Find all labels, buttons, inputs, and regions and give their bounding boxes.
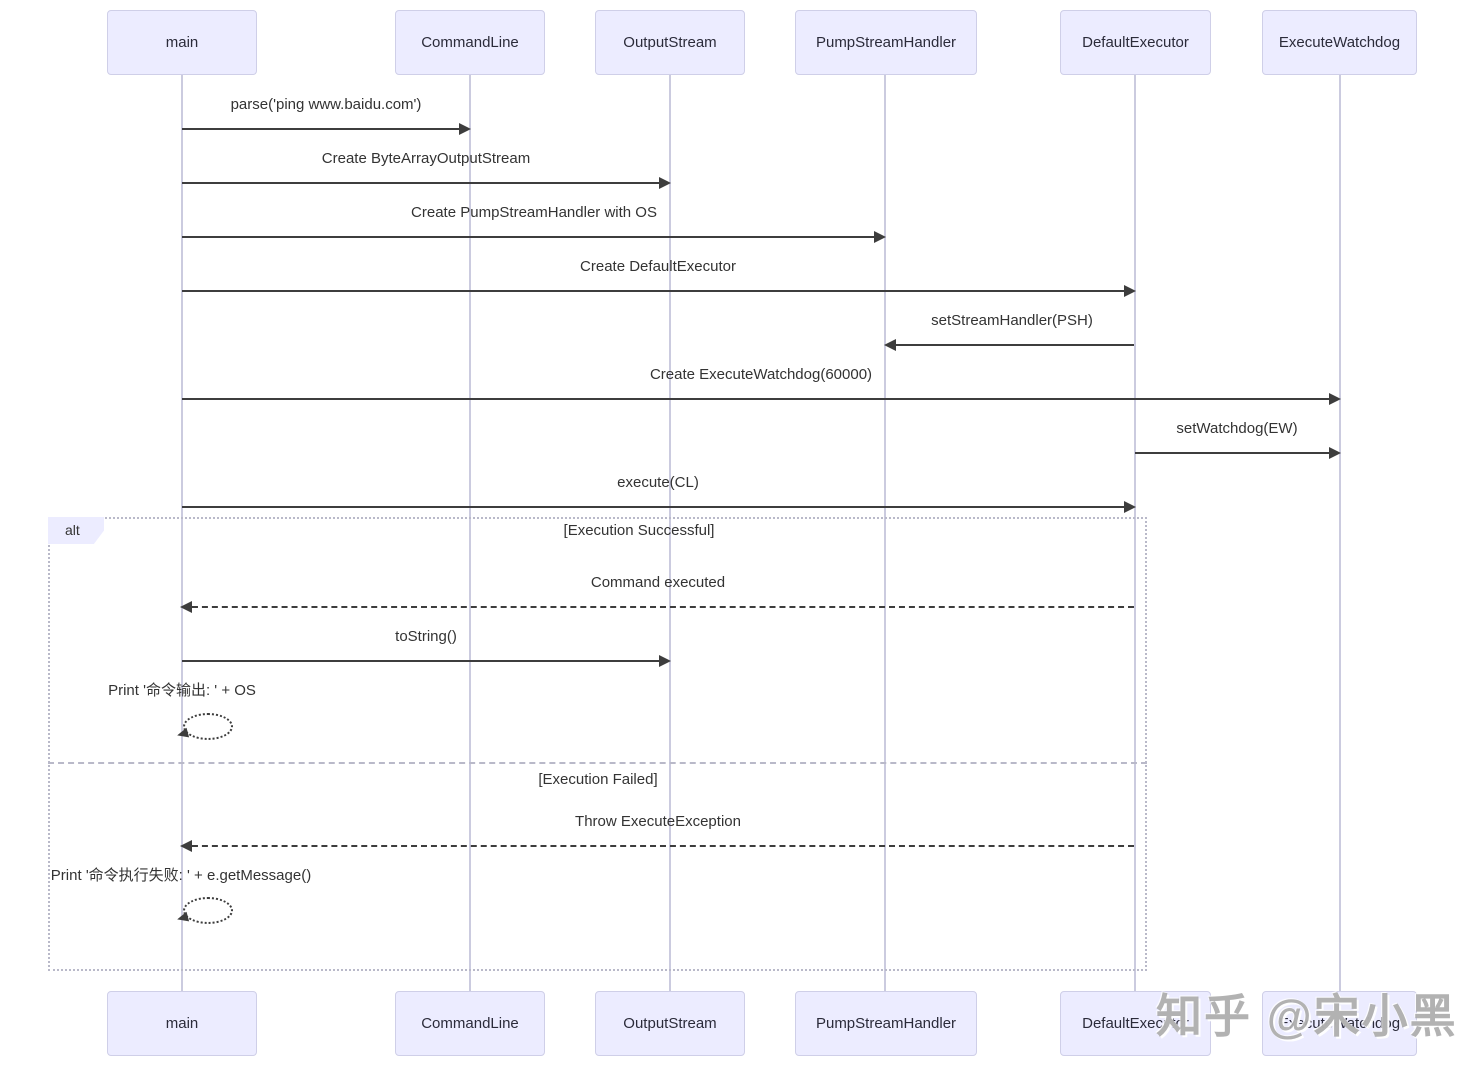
actor-bottom-executewatchdog: ExecuteWatchdog [1262,991,1417,1056]
message-label: Create PumpStreamHandler with OS [411,204,657,221]
actor-bottom-defaultexecutor: DefaultExecutor [1060,991,1211,1056]
actor-label: DefaultExecutor [1082,34,1189,51]
message-label: Create ExecuteWatchdog(60000) [649,366,873,383]
arrowhead-right-icon [1329,393,1341,405]
actor-top-commandline: CommandLine [395,10,545,75]
self-message-loop [183,897,233,924]
actor-label: CommandLine [421,34,519,51]
arrowhead-right-icon [1124,285,1136,297]
alt-frame-label: alt [48,517,104,544]
actor-label: OutputStream [623,34,717,51]
message-arrow [182,123,471,135]
actor-bottom-commandline: CommandLine [395,991,545,1056]
message-arrow [182,655,671,667]
lifeline-defaultexecutor [1134,75,1136,991]
message-return-arrow [180,601,1134,613]
actor-label: ExecuteWatchdog [1278,1015,1401,1032]
actor-top-executewatchdog: ExecuteWatchdog [1262,10,1417,75]
lifeline-main [181,75,183,991]
actor-top-main: main [107,10,257,75]
arrowhead-left-icon [180,601,192,613]
message-label: parse('ping www.baidu.com') [230,96,422,113]
actor-label: ExecuteWatchdog [1278,34,1401,51]
message-label: Throw ExecuteException [575,813,741,830]
arrowhead-right-icon [459,123,471,135]
message-label: Command executed [590,574,726,591]
message-arrow [182,177,671,189]
actor-bottom-main: main [107,991,257,1056]
actor-label: PumpStreamHandler [815,1015,957,1032]
actor-bottom-pumpstreamhandler: PumpStreamHandler [795,991,977,1056]
arrowhead-left-icon [180,840,192,852]
alt-frame [48,517,1147,971]
actor-label: CommandLine [421,1015,519,1032]
actor-label: DefaultExecutor [1082,1015,1189,1032]
message-label: toString() [395,628,457,645]
lifeline-pumpstreamhandler [884,75,886,991]
watermark: 知乎 @宋小黑 [1156,990,1458,1042]
message-arrow [1135,447,1341,459]
message-arrow [182,501,1136,513]
arrowhead-right-icon [874,231,886,243]
message-label: Create ByteArrayOutputStream [321,150,531,167]
actor-label: OutputStream [623,1015,717,1032]
lifeline-outputstream [669,75,671,991]
message-label: execute(CL) [617,474,699,491]
message-label: Create DefaultExecutor [580,258,736,275]
arrowhead-right-icon [1124,501,1136,513]
alt-section-condition: [Execution Successful] [563,522,715,539]
actor-top-pumpstreamhandler: PumpStreamHandler [795,10,977,75]
alt-section-condition: [Execution Failed] [538,771,658,788]
self-message-label: Print '命令执行失败: ' + e.getMessage() [50,867,312,884]
message-label: setStreamHandler(PSH) [931,312,1093,329]
lifeline-commandline [469,75,471,991]
actor-top-defaultexecutor: DefaultExecutor [1060,10,1211,75]
arrowhead-right-icon [659,655,671,667]
arrowhead-right-icon [659,177,671,189]
message-arrow [884,339,1134,351]
alt-frame-divider [48,762,1147,764]
lifeline-executewatchdog [1339,75,1341,991]
actor-label: main [165,34,199,51]
self-message-label: Print '命令输出: ' + OS [108,682,256,699]
actor-bottom-outputstream: OutputStream [595,991,745,1056]
actor-label: main [165,1015,199,1032]
message-label: setWatchdog(EW) [1176,420,1298,437]
arrowhead-right-icon [1329,447,1341,459]
message-return-arrow [180,840,1134,852]
message-arrow [182,393,1341,405]
message-arrow [182,285,1136,297]
self-message-loop [183,713,233,740]
message-arrow [182,231,886,243]
arrowhead-left-icon [884,339,896,351]
actor-top-outputstream: OutputStream [595,10,745,75]
actor-label: PumpStreamHandler [815,34,957,51]
